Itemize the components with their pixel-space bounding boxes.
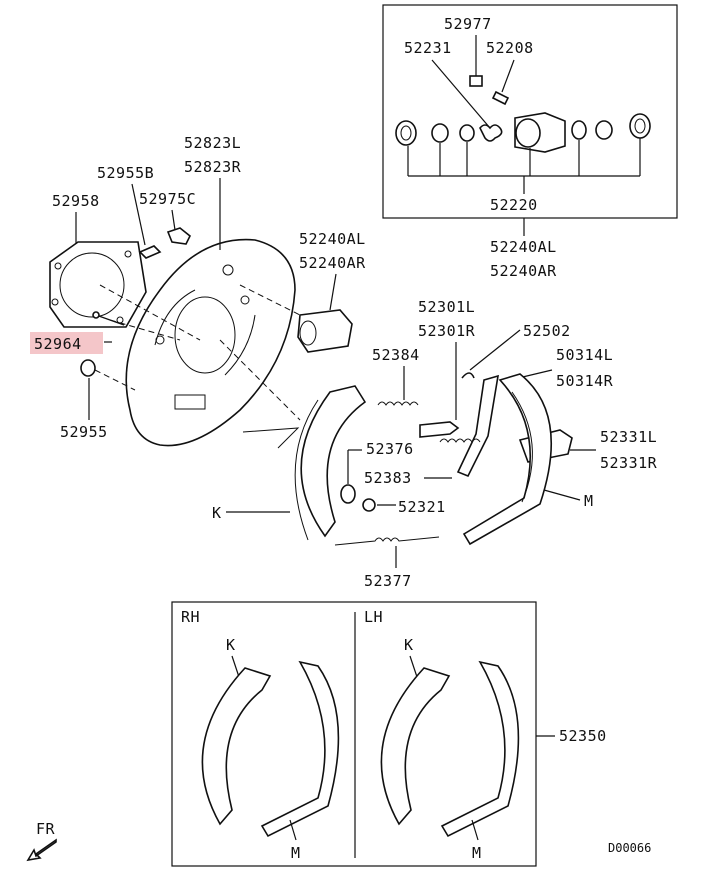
direction-label: FR	[36, 820, 56, 838]
label-52377[interactable]: 52377	[364, 572, 412, 590]
brake-shoe-m	[462, 373, 553, 546]
arrow-icon	[26, 838, 57, 862]
label-lh: LH	[364, 608, 383, 626]
shoe-assembly-inset: RH LH K M K M 52350	[171, 601, 607, 867]
rh-shoe-k	[201, 667, 272, 826]
inset-frame	[382, 4, 678, 219]
label-52321[interactable]: 52321	[398, 498, 446, 516]
label-52301R[interactable]: 52301R	[418, 322, 476, 340]
label-52301L[interactable]: 52301L	[418, 298, 475, 316]
label-52502[interactable]: 52502	[523, 322, 571, 340]
highlight-52964	[30, 332, 103, 354]
label-52240AR[interactable]: 52240AR	[299, 254, 366, 272]
label-52977[interactable]: 52977	[444, 15, 492, 33]
label-50314R[interactable]: 50314R	[556, 372, 614, 390]
label-52331L[interactable]: 52331L	[600, 428, 657, 446]
label-52975C[interactable]: 52975C	[139, 190, 196, 208]
brake-shoe-k	[294, 385, 367, 541]
label-52240AL[interactable]: 52240AL	[299, 230, 366, 248]
label-52955[interactable]: 52955	[60, 423, 108, 441]
label-52331R[interactable]: 52331R	[600, 454, 658, 472]
backing-plate-part	[125, 238, 296, 447]
label-lh-shoe-m[interactable]: M	[472, 844, 482, 862]
inset-bottom-frame	[171, 601, 537, 867]
label-52823R[interactable]: 52823R	[184, 158, 242, 176]
label-52231[interactable]: 52231	[404, 39, 452, 57]
label-52208[interactable]: 52208	[486, 39, 534, 57]
label-shoe-m[interactable]: M	[584, 492, 594, 510]
main-exploded-view: 52958 52823L 52823R 52955B 52975C 52964	[30, 134, 658, 590]
label-52964[interactable]: 52964	[34, 335, 82, 353]
label-52350[interactable]: 52350	[559, 727, 607, 745]
label-50314L[interactable]: 50314L	[556, 346, 613, 364]
label-52383[interactable]: 52383	[364, 469, 412, 487]
diagram-code: D00066	[608, 841, 651, 855]
label-52958[interactable]: 52958	[52, 192, 100, 210]
label-lh-shoe-k[interactable]: K	[404, 636, 414, 654]
label-52955B[interactable]: 52955B	[97, 164, 154, 182]
label-52384[interactable]: 52384	[372, 346, 420, 364]
label-52240AL-inset[interactable]: 52240AL	[490, 238, 557, 256]
label-rh: RH	[181, 608, 200, 626]
label-52823L[interactable]: 52823L	[184, 134, 241, 152]
lh-shoe-m	[440, 660, 520, 838]
wheel-cylinder-inset: 52977 52231 52208 52220 52240AL 52240AR	[382, 4, 678, 280]
rh-shoe-m	[260, 660, 340, 838]
lh-shoe-k	[380, 667, 451, 826]
label-rh-shoe-m[interactable]: M	[291, 844, 301, 862]
label-52240AR-inset[interactable]: 52240AR	[490, 262, 557, 280]
label-52220[interactable]: 52220	[490, 196, 538, 214]
label-shoe-k[interactable]: K	[212, 504, 222, 522]
label-rh-shoe-k[interactable]: K	[226, 636, 236, 654]
gasket-part	[49, 241, 147, 328]
footer: FR D00066	[26, 820, 651, 862]
label-52376[interactable]: 52376	[366, 440, 414, 458]
